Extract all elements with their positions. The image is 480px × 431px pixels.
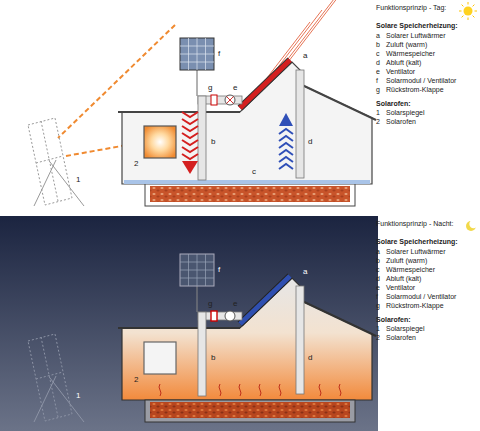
fan-symbol — [225, 95, 235, 105]
legend-text: f — [376, 293, 378, 300]
radiant-heat — [159, 384, 341, 396]
air-ducts — [198, 286, 304, 396]
legend-text: Solarofen: — [376, 316, 411, 323]
callout-letter: d — [308, 138, 312, 146]
house — [118, 62, 376, 206]
callout-letter: d — [308, 354, 312, 362]
air-collector — [240, 276, 290, 324]
legend-text: Zuluft (warm) — [386, 41, 427, 48]
heat-storage — [150, 186, 350, 202]
legend-text: Wärmespeicher — [386, 50, 435, 57]
floor-air-layer — [124, 180, 370, 184]
callout-letter: c — [252, 168, 256, 176]
solar-mirror — [28, 334, 84, 422]
legend-text: 1 — [376, 325, 380, 332]
callout-letter: 2 — [134, 160, 138, 168]
legend-text: b — [376, 41, 380, 48]
house — [118, 278, 376, 422]
legend-text: b — [376, 257, 380, 264]
legend-text: Funktionsprinzip - Tag: — [376, 4, 446, 11]
legend-text: Ventilator — [386, 284, 415, 291]
legend-text: Solarofen — [386, 334, 416, 341]
legend-text: Solarspiegel — [386, 325, 425, 332]
legend-text: Abluft (kalt) — [386, 275, 421, 282]
callout-letter: f — [218, 266, 220, 274]
legend-text: c — [376, 50, 380, 57]
callout-letter: g — [208, 300, 212, 308]
legend-text: e — [376, 68, 380, 75]
solar-module — [180, 38, 214, 96]
legend-text: g — [376, 302, 380, 309]
cold-air-arrow — [279, 113, 293, 169]
legend-text: Solarmodul / Ventilator — [386, 293, 456, 300]
legend-text: c — [376, 266, 380, 273]
legend-text: Solarer Luftwärmer — [386, 32, 446, 39]
legend-text: Solarofen: — [376, 100, 411, 107]
legend-text: 2 — [376, 334, 380, 341]
moon-icon — [466, 220, 478, 231]
legend-text: Solarofen — [386, 118, 416, 125]
legend-text: Funktionsprinzip - Nacht: — [376, 220, 453, 227]
legend-text: Zuluft (warm) — [386, 257, 427, 264]
solar-module — [180, 254, 214, 312]
legend-text: Abluft (kalt) — [386, 59, 421, 66]
legend-text: g — [376, 86, 380, 93]
fan-symbol — [225, 311, 235, 321]
callout-letter: 1 — [76, 392, 80, 400]
backflow-flap — [211, 95, 217, 105]
night-sky — [0, 216, 378, 431]
callout-letter: 1 — [76, 176, 80, 184]
legend-text: d — [376, 59, 380, 66]
callout-letter: a — [303, 52, 307, 60]
callout-letter: e — [233, 300, 237, 308]
callout-letter: b — [211, 138, 215, 146]
legend-text: e — [376, 284, 380, 291]
legend-text: Wärmespeicher — [386, 266, 435, 273]
solar-mirror — [28, 118, 84, 206]
legend-text: Solarspiegel — [386, 109, 425, 116]
legend-text: a — [376, 32, 380, 39]
air-collector — [240, 60, 290, 108]
legend-text: Solarmodul / Ventilator — [386, 77, 456, 84]
legend-text: Solare Speicherheizung: — [376, 238, 458, 245]
backflow-flap — [211, 311, 217, 321]
legend-text: Rückstrom-Klappe — [386, 302, 444, 309]
warm-air-arrow — [182, 112, 198, 174]
solar-oven — [144, 126, 176, 158]
solar-oven — [144, 342, 176, 374]
legend-text: Ventilator — [386, 68, 415, 75]
legend-text: f — [376, 77, 378, 84]
heat-storage — [150, 402, 350, 418]
legend-text: 1 — [376, 109, 380, 116]
legend-text: a — [376, 248, 380, 255]
legend-text: d — [376, 275, 380, 282]
callout-letter: g — [208, 84, 212, 92]
legend-text: Solarer Luftwärmer — [386, 248, 446, 255]
legend-text: Solare Speicherheizung: — [376, 22, 458, 29]
sun-icon — [459, 2, 477, 20]
callout-letter: f — [218, 50, 220, 58]
callout-letter: 2 — [134, 376, 138, 384]
legend-text: 2 — [376, 118, 380, 125]
legend-text: Rückstrom-Klappe — [386, 86, 444, 93]
callout-letter: e — [233, 84, 237, 92]
callout-letter: b — [211, 354, 215, 362]
air-ducts — [198, 70, 304, 180]
callout-letter: a — [303, 268, 307, 276]
